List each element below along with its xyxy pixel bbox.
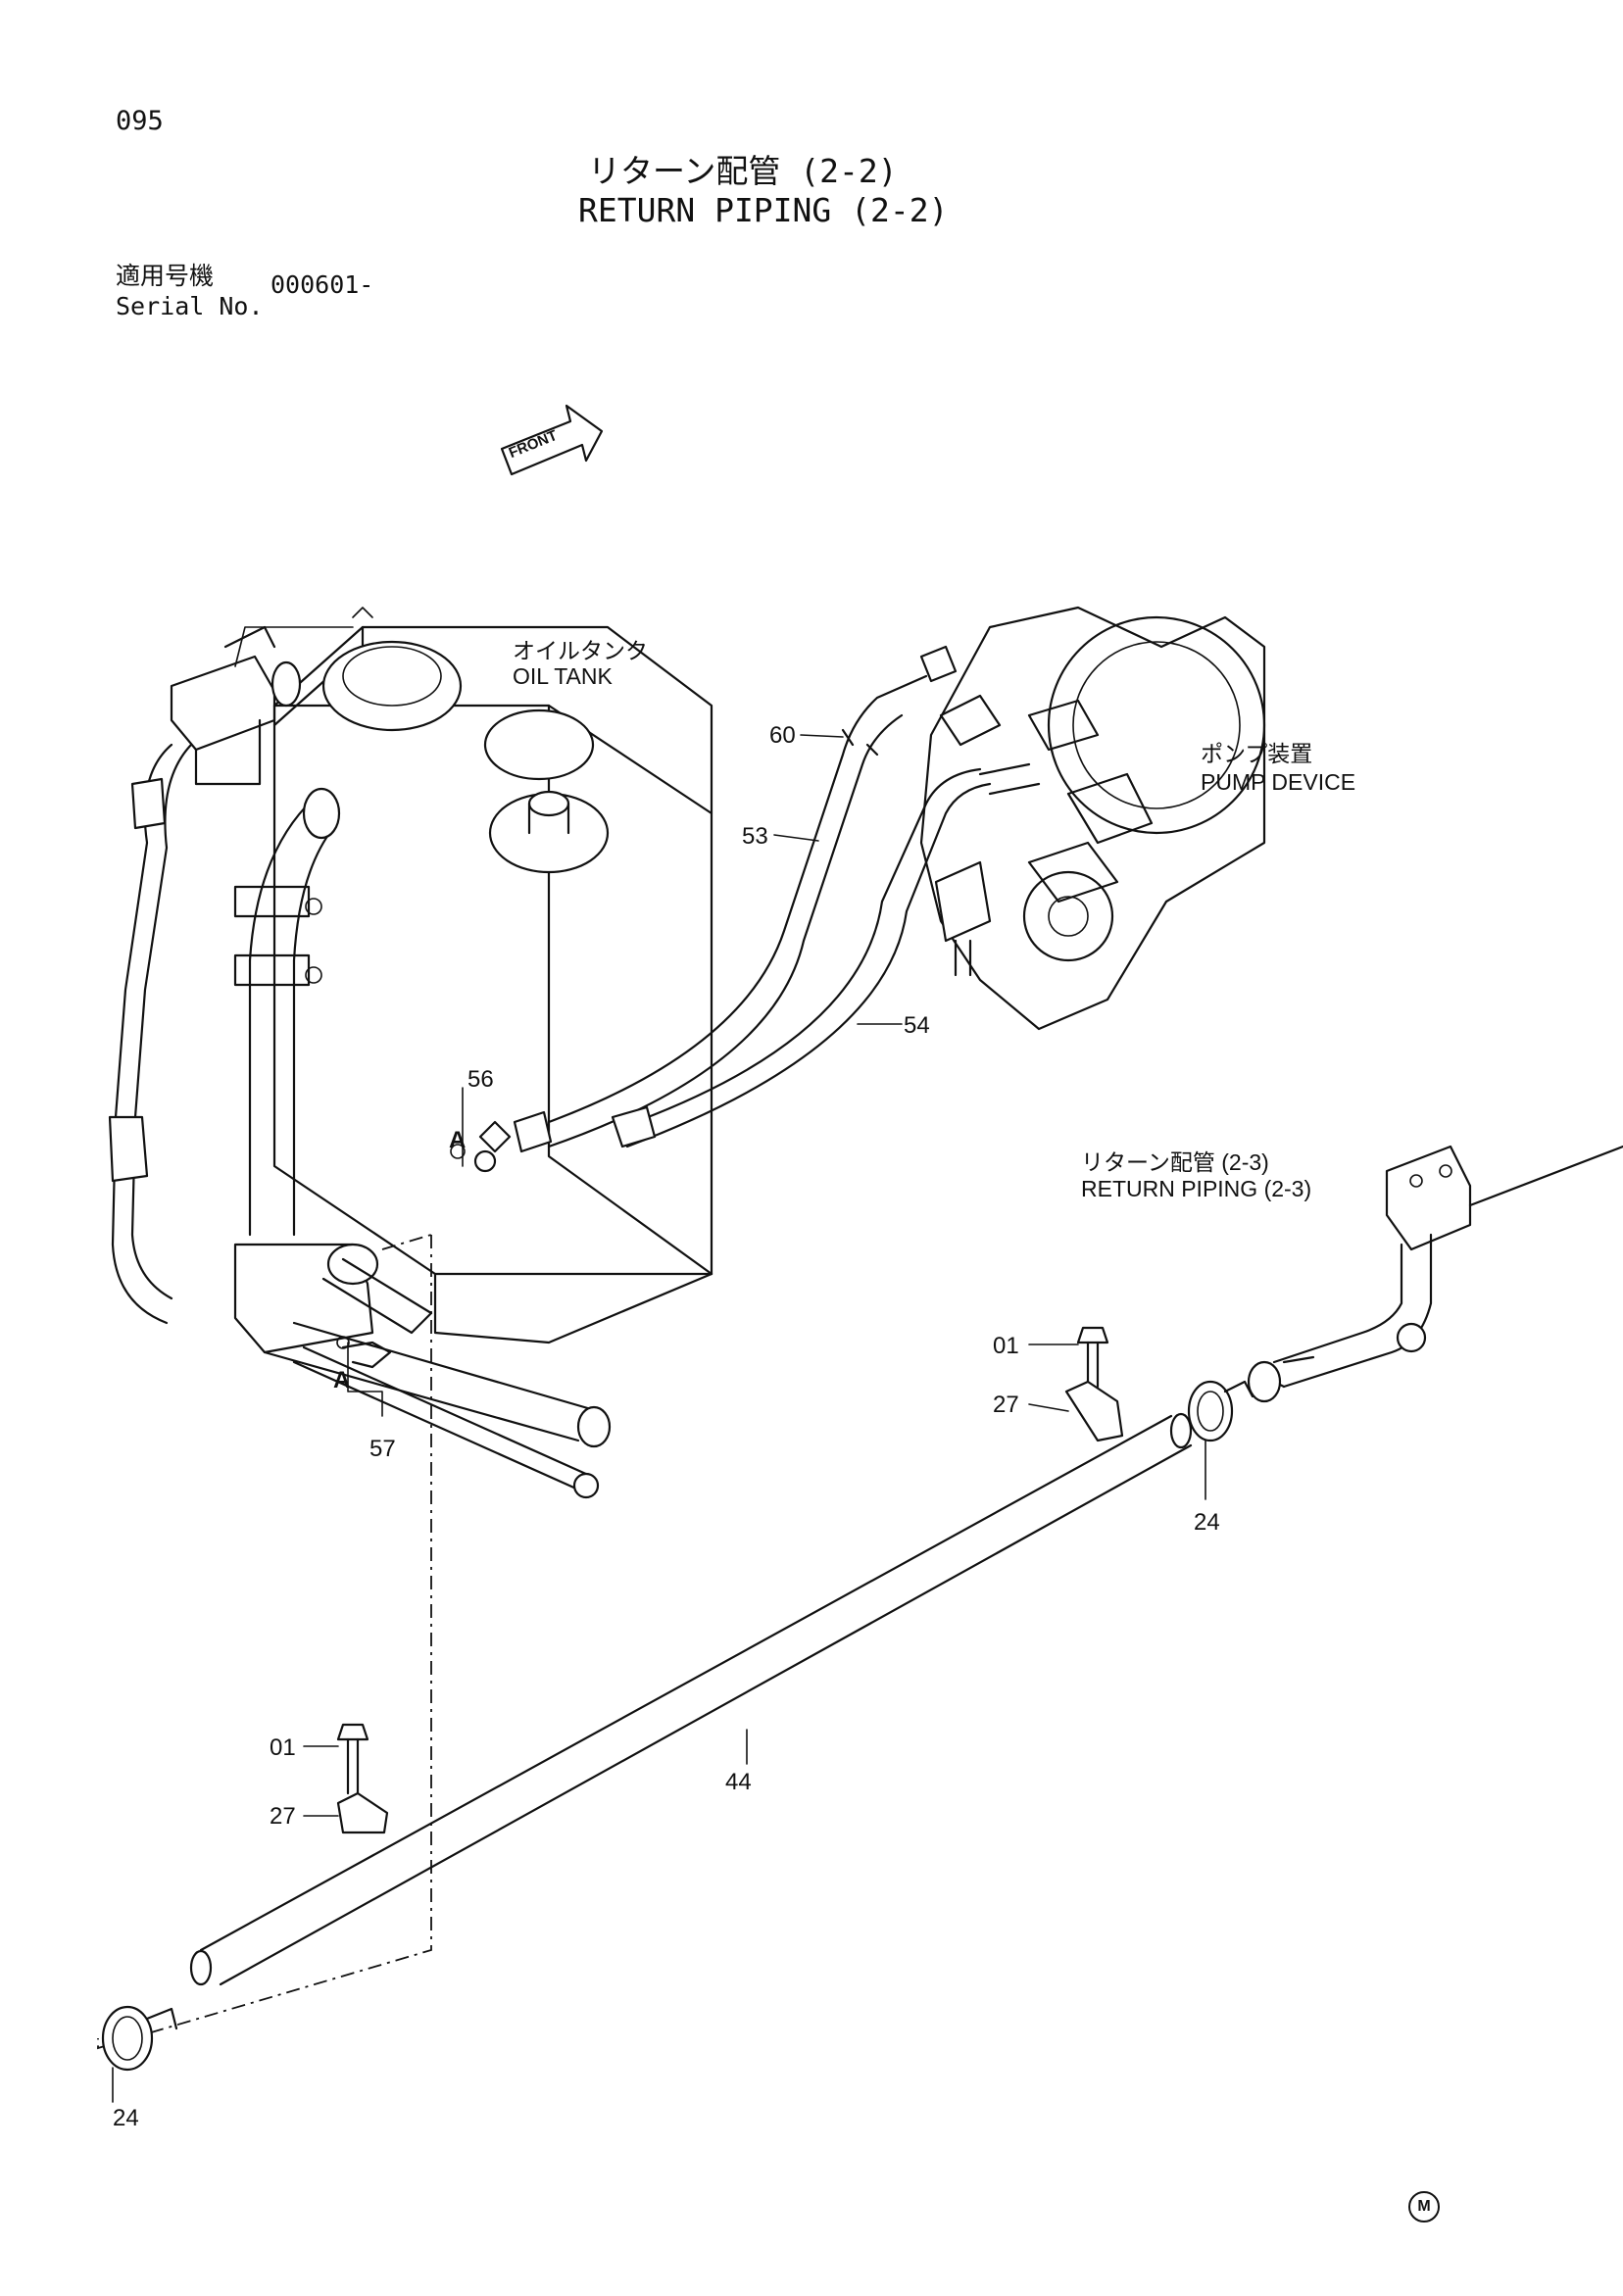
callout-60: 60 — [769, 722, 796, 749]
pump-device-drawing — [919, 606, 1266, 1031]
callout-56: 56 — [467, 1066, 494, 1093]
callout-44: 44 — [725, 1769, 752, 1795]
pump-device-label-english: PUMP DEVICE — [1201, 769, 1356, 795]
oil-tank-drawing — [108, 607, 713, 1499]
title-english: RETURN PIPING (2-2) — [578, 191, 949, 229]
callout-24-lower: 24 — [113, 2105, 139, 2131]
bolt-lower-icon — [336, 1723, 369, 1795]
callout-01-upper: 01 — [993, 1333, 1019, 1359]
return-piping-2-3-drawing — [1247, 1145, 1623, 1403]
title-japanese: リターン配管 (2-2) — [588, 152, 898, 190]
return-hoses — [473, 645, 992, 1173]
clip-lower-icon — [336, 1791, 389, 1834]
manufacturer-mark-icon: M — [1408, 2191, 1440, 2223]
callout-leaders — [112, 734, 1206, 2103]
callout-27-upper: 27 — [993, 1392, 1019, 1418]
page-number: 095 — [116, 106, 164, 136]
leader-57 — [347, 1342, 383, 1417]
view-a-marker: A — [449, 1127, 467, 1153]
oil-tank-label-japanese: オイルタンク — [513, 638, 648, 663]
front-arrow-icon — [500, 404, 604, 476]
oil-tank-label-english: OIL TANK — [513, 663, 613, 689]
callout-57: 57 — [369, 1436, 396, 1462]
view-a-marker: A — [333, 1367, 351, 1393]
return-piping-ref-label-english: RETURN PIPING (2-3) — [1081, 1176, 1312, 1201]
pipe-44-drawing — [189, 1412, 1193, 1986]
pump-device-label-japanese: ポンプ装置 — [1201, 741, 1313, 766]
callout-24-upper: 24 — [1194, 1509, 1220, 1536]
view-a-leader-lines — [97, 1234, 432, 2050]
callout-54: 54 — [904, 1012, 930, 1039]
callout-27-lower: 27 — [270, 1803, 296, 1830]
manufacturer-mark-letter: M — [1417, 2198, 1431, 2215]
hose-clamp-upper-icon — [1187, 1380, 1254, 1442]
hose-clamp-lower-icon — [101, 2005, 178, 2072]
serial-label-english: Serial No. — [116, 292, 264, 320]
callout-01-lower: 01 — [270, 1734, 296, 1761]
serial-label-japanese: 適用号機 — [116, 262, 215, 290]
bolt-upper-icon — [1076, 1326, 1109, 1389]
callout-53: 53 — [742, 823, 768, 850]
clip-upper-icon — [1064, 1380, 1124, 1442]
serial-number-value: 000601- — [270, 270, 374, 299]
return-piping-ref-label-japanese: リターン配管 (2-3) — [1081, 1149, 1269, 1175]
